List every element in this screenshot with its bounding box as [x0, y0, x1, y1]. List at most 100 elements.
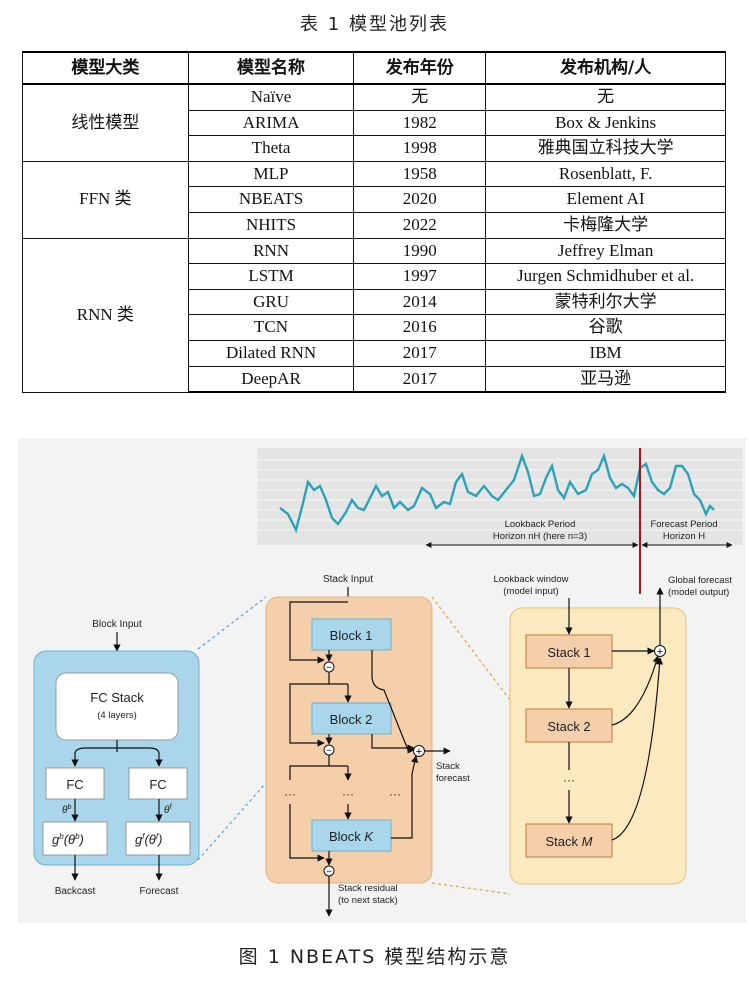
connector-dashed: [431, 882, 511, 895]
ellipsis: ···: [389, 787, 401, 801]
header-model-name: 模型名称: [187, 51, 355, 85]
header-org: 发布机构/人: [485, 51, 726, 85]
model-input-label: (model input): [503, 586, 558, 597]
theta-b-label: θb: [62, 804, 71, 816]
block-input-label: Block Input: [92, 619, 142, 630]
block-2-box: [311, 702, 392, 735]
connector-dashed: [197, 596, 267, 650]
nbeats-figure: Lookback Period Horizon nH (here n=3) Fo…: [18, 438, 746, 923]
residual-skip: [289, 601, 348, 664]
stack-panel: [265, 596, 433, 884]
stack-input-label: Stack Input: [323, 574, 373, 585]
model-name-cell: NHITS: [187, 211, 355, 239]
year-cell: 无: [353, 83, 487, 111]
residual-skip: [289, 672, 330, 734]
forecast-label: Forecast: [140, 886, 179, 897]
table-row: DeepAR 2017 亚马逊: [23, 365, 726, 394]
model-name-cell: MLP: [187, 160, 355, 188]
g-backcast-formula: gb(θb): [52, 832, 84, 847]
org-cell: Jurgen Schmidhuber et al.: [485, 263, 726, 290]
org-cell: 无: [485, 83, 726, 111]
model-pool-table: 模型大类 模型名称 发布年份 发布机构/人 线性模型 Naïve 无 无 ARI…: [22, 51, 726, 394]
theta-f-label: θf: [164, 804, 172, 816]
stack-1-label: Stack 1: [547, 645, 590, 660]
model-name-cell: DeepAR: [187, 365, 355, 394]
backcast-label: Backcast: [55, 886, 96, 897]
stack-1-box: [525, 634, 613, 669]
model-name-cell: TCN: [187, 314, 355, 341]
stack-2-label: Stack 2: [547, 719, 590, 734]
year-cell: 1998: [353, 135, 487, 162]
year-cell: 1982: [353, 109, 487, 137]
block-2-label: Block 2: [330, 712, 373, 727]
lookback-label: Lookback Period: [505, 519, 576, 530]
org-cell: 卡梅隆大学: [485, 211, 726, 239]
category-cell: RNN 类: [22, 237, 189, 393]
year-cell: 1990: [353, 237, 487, 265]
fc-layers-label: (4 layers): [97, 710, 137, 721]
svg-text:−: −: [326, 746, 332, 757]
model-panel: [509, 607, 687, 885]
fc-stack-label: FC Stack: [90, 690, 144, 705]
header-year: 发布年份: [353, 51, 487, 85]
stack-residual-label: Stack residual: [338, 883, 398, 894]
forecast-period-label: Forecast Period: [650, 519, 717, 530]
year-cell: 2022: [353, 211, 487, 239]
table-row: RNN 类 RNN 1990 Jeffrey Elman: [22, 237, 726, 393]
stack-forecast-label-2: forecast: [436, 773, 470, 784]
category-cell: FFN 类: [22, 160, 189, 239]
svg-text:+: +: [416, 746, 422, 758]
year-cell: 2014: [353, 288, 487, 316]
split-bracket: [74, 740, 160, 755]
svg-text:+: +: [657, 646, 663, 658]
stack-2-box: [525, 708, 613, 743]
svg-text:−: −: [326, 867, 332, 878]
year-cell: 2017: [353, 365, 487, 394]
org-cell: 蒙特利尔大学: [485, 288, 726, 316]
global-forecast-label: Global forecast: [668, 575, 732, 586]
ellipsis: ···: [284, 787, 296, 801]
org-cell: Jeffrey Elman: [485, 237, 726, 265]
fc-label: FC: [149, 777, 166, 792]
year-cell: 2016: [353, 314, 487, 341]
org-cell: 谷歌: [485, 314, 726, 341]
block-1-box: [311, 618, 392, 651]
table-row: LSTM 1997 Jurgen Schmidhuber et al.: [23, 263, 726, 290]
model-name-cell: Theta: [187, 135, 355, 162]
sum-op: [413, 745, 425, 757]
model-name-cell: ARIMA: [187, 109, 355, 137]
org-cell: Rosenblatt, F.: [485, 160, 726, 188]
model-name-cell: LSTM: [187, 263, 355, 290]
stack-residual-label-2: (to next stack): [338, 895, 398, 906]
ellipsis: ···: [342, 787, 354, 801]
table-row: 线性模型 Naïve 无 无: [22, 83, 726, 162]
model-name-cell: Naïve: [187, 83, 355, 111]
stack-forecast-label: Stack: [436, 761, 460, 772]
ellipsis: ···: [563, 773, 575, 787]
lookback-horizon: Horizon nH (here n=3): [493, 531, 587, 542]
model-name-cell: Dilated RNN: [187, 339, 355, 367]
model-output-label: (model output): [668, 587, 729, 598]
table-row: GRU 2014 蒙特利尔大学: [23, 288, 726, 316]
table-row: TCN 2016 谷歌: [23, 314, 726, 341]
block-k-label: Block K: [329, 829, 374, 844]
stack-m-label: Stack M: [546, 834, 593, 849]
org-cell: 雅典国立科技大学: [485, 135, 726, 162]
g-forecast-formula: gf(θf): [135, 832, 162, 847]
table-caption: 表 1 模型池列表: [300, 14, 449, 35]
g-backcast-box: [42, 821, 108, 856]
org-cell: Element AI: [485, 186, 726, 213]
org-cell: IBM: [485, 339, 726, 367]
g-forecast-box: [125, 821, 191, 856]
year-cell: 1958: [353, 160, 487, 188]
forecast-horizon: Horizon H: [663, 531, 705, 542]
table-row: NHITS 2022 卡梅隆大学: [23, 211, 726, 239]
series-gridlines: [257, 459, 743, 531]
year-cell: 2017: [353, 339, 487, 367]
fc-label: FC: [66, 777, 83, 792]
figure-caption: 图 1 NBEATS 模型结构示意: [238, 946, 511, 968]
table-row: NBEATS 2020 Element AI: [23, 186, 726, 213]
stack-m-box: [525, 823, 613, 858]
table-row: Theta 1998 雅典国立科技大学: [23, 135, 726, 162]
table-header-row: 模型大类 模型名称 发布年份 发布机构/人: [22, 51, 726, 85]
